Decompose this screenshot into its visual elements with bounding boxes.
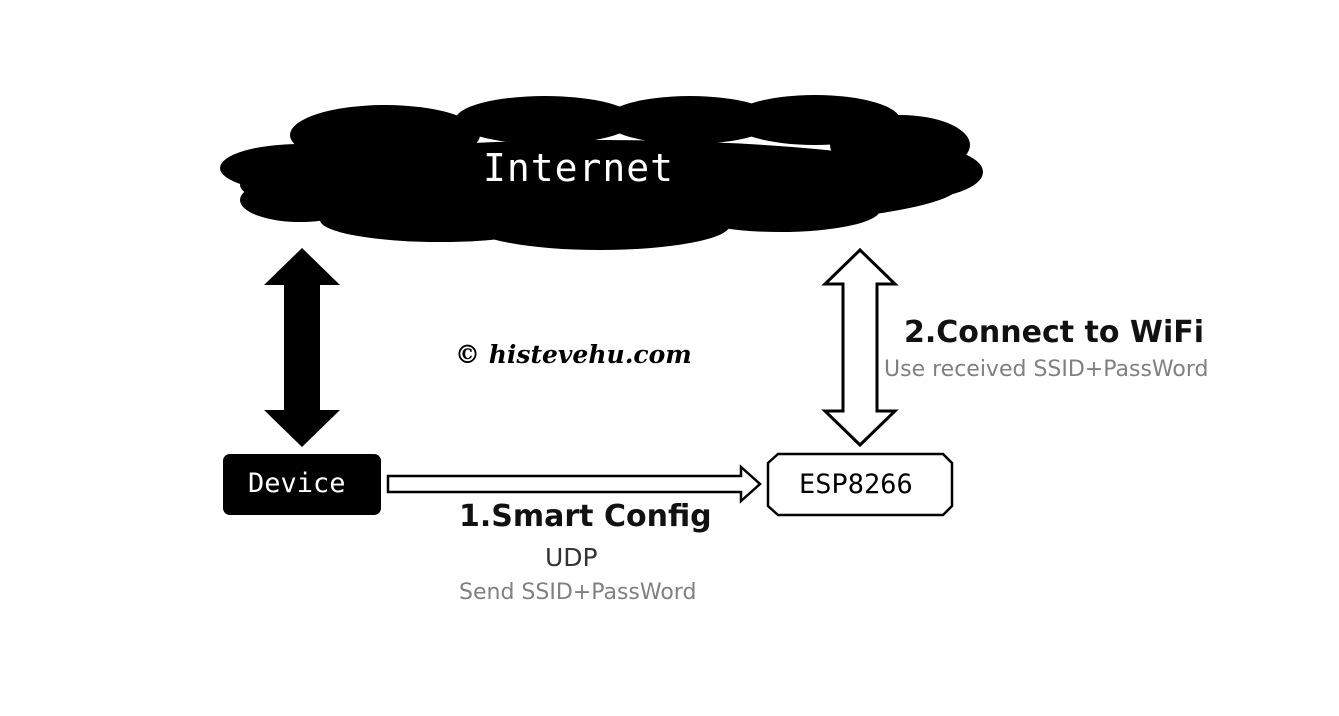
step2-detail: Use received SSID+PassWord — [884, 357, 1209, 382]
step1-title: 1.Smart Config — [459, 499, 712, 534]
smart-config-arrow — [386, 464, 762, 504]
device-label: Device — [248, 468, 346, 499]
esp8266-label: ESP8266 — [799, 469, 913, 500]
device-box — [223, 454, 381, 515]
copyright-watermark: © histevehu.com — [455, 340, 692, 369]
esp8266-box — [766, 452, 954, 517]
step1-protocol: UDP — [545, 543, 598, 572]
step2-title: 2.Connect to WiFi — [904, 315, 1205, 350]
internet-label: Internet — [483, 146, 675, 190]
internet-cloud — [220, 95, 983, 250]
esp-internet-arrow — [821, 247, 899, 448]
device-internet-arrow — [264, 248, 340, 447]
step1-detail: Send SSID+PassWord — [459, 580, 697, 605]
